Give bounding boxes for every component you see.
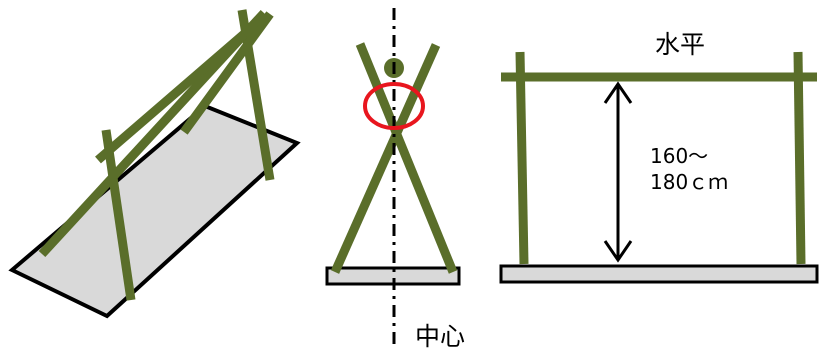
pole-side-right	[793, 51, 806, 265]
pole-end-right	[330, 43, 441, 274]
horizontal-label: 水平	[655, 30, 705, 59]
perspective-view	[8, 9, 301, 319]
end-view: 中心	[325, 8, 465, 350]
pole-perspective-front-left	[101, 129, 136, 301]
crossing-highlight-ring	[363, 82, 425, 130]
height-dimension-arrow	[603, 81, 633, 263]
bed-perspective	[8, 103, 301, 319]
center-label: 中心	[415, 322, 465, 350]
bed-side	[499, 264, 819, 284]
pole-side-left	[515, 51, 529, 265]
pole-end-left	[355, 42, 458, 274]
height-label-line1: 160～	[650, 144, 708, 168]
pole-perspective-back-left	[180, 11, 274, 135]
pole-perspective-front-right	[95, 30, 247, 164]
height-label-line2: 180ｃｍ	[650, 170, 728, 194]
side-view: 水平 160～ 180ｃｍ	[499, 30, 819, 284]
